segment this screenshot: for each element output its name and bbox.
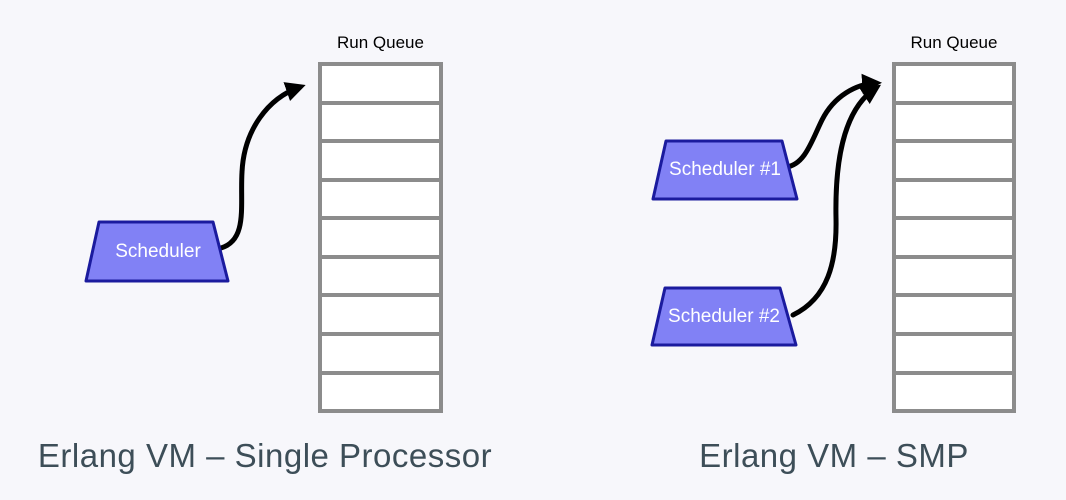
queue-slot bbox=[322, 181, 439, 217]
queue-slot bbox=[322, 258, 439, 294]
queue-slot bbox=[322, 220, 439, 255]
queue-slot bbox=[896, 181, 1012, 217]
queue-slot bbox=[896, 297, 1012, 332]
scheduler-label-single: Scheduler bbox=[115, 241, 201, 262]
queue-slot bbox=[322, 297, 439, 332]
queue-slot bbox=[896, 104, 1012, 140]
queue-slot bbox=[896, 335, 1012, 371]
run-queue-label-single: Run Queue bbox=[337, 33, 424, 52]
scheduler-1-label: Scheduler #1 bbox=[669, 159, 781, 180]
queue-slot bbox=[896, 374, 1012, 410]
queue-slot bbox=[322, 143, 439, 178]
queue-slot bbox=[322, 335, 439, 371]
queue-slot bbox=[322, 374, 439, 410]
queue-slot bbox=[322, 66, 439, 101]
arrow-scheduler2-to-queue bbox=[790, 84, 882, 318]
caption-smp: Erlang VM – SMP bbox=[699, 437, 969, 474]
run-queue-smp bbox=[892, 62, 1016, 413]
queue-slot bbox=[322, 104, 439, 140]
arrow-single-scheduler-to-queue bbox=[218, 82, 306, 251]
run-queue-single bbox=[318, 62, 443, 413]
queue-slot bbox=[896, 66, 1012, 101]
queue-slot bbox=[896, 258, 1012, 294]
arrow-scheduler1-to-queue bbox=[783, 73, 882, 170]
queue-slot bbox=[896, 143, 1012, 178]
caption-single-processor: Erlang VM – Single Processor bbox=[37, 437, 493, 474]
run-queue-label-smp: Run Queue bbox=[910, 33, 998, 52]
scheduler-2-label: Scheduler #2 bbox=[668, 306, 780, 327]
queue-slot bbox=[896, 220, 1012, 255]
